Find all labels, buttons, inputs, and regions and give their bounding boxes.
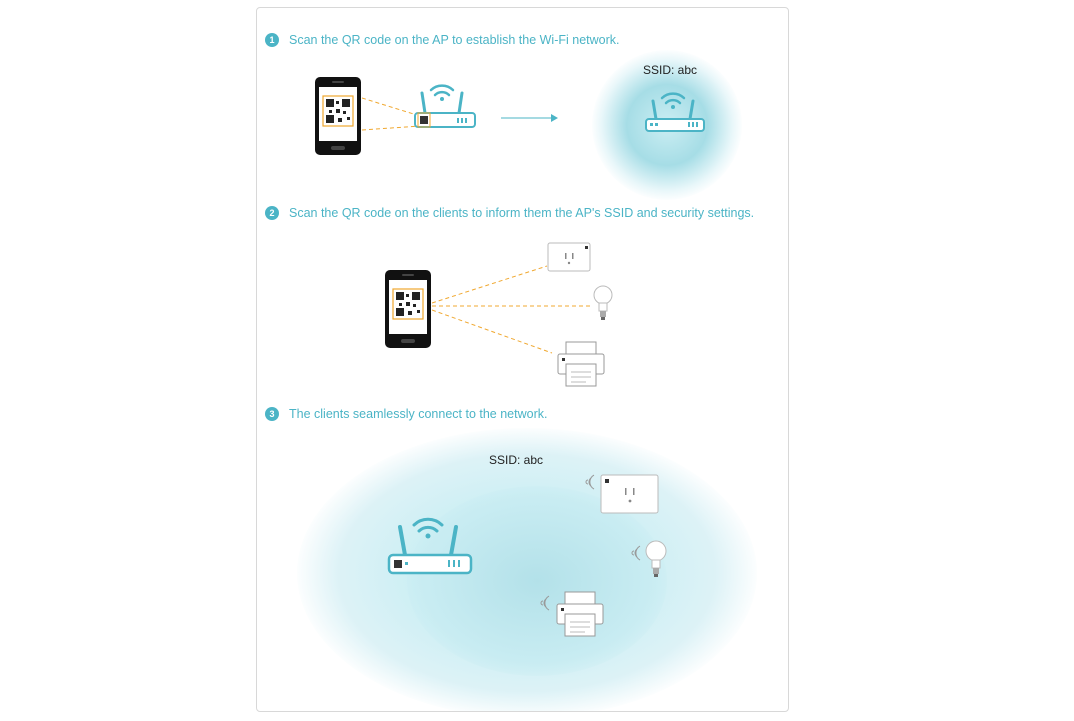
printer-icon — [556, 591, 604, 637]
smart-bulb-icon — [593, 285, 613, 320]
step-2-number: 2 — [265, 206, 279, 220]
router-icon — [387, 517, 473, 575]
scan-lines — [432, 265, 590, 354]
step-3-text: The clients seamlessly connect to the ne… — [289, 407, 548, 421]
wifi-coverage-inner — [407, 486, 667, 676]
scan-lines — [362, 97, 421, 131]
ssid-label: SSID: abc — [489, 453, 544, 467]
phone-icon — [315, 77, 361, 155]
step-1-number: 1 — [265, 33, 279, 47]
router-icon — [645, 92, 705, 132]
step-3: 3 The clients seamlessly connect to the … — [265, 407, 547, 421]
phone-icon — [385, 270, 431, 348]
step-2-text: Scan the QR code on the clients to infor… — [289, 206, 755, 220]
smart-bulb-icon — [645, 540, 667, 577]
wifi-signal-icon — [540, 595, 550, 611]
router-icon — [414, 84, 476, 128]
diagram-frame: 1 Scan the QR code on the AP to establis… — [256, 7, 789, 712]
wifi-signal-icon — [631, 545, 641, 561]
step-1-text: Scan the QR code on the AP to establish … — [289, 33, 620, 47]
arrow-right-icon — [501, 114, 558, 122]
ssid-label: SSID: abc — [643, 63, 698, 77]
smart-plug-icon — [600, 474, 659, 514]
step-3-number: 3 — [265, 407, 279, 421]
step-1: 1 Scan the QR code on the AP to establis… — [265, 33, 620, 47]
wifi-signal-icon — [585, 474, 595, 490]
step-2: 2 Scan the QR code on the clients to inf… — [265, 206, 754, 220]
smart-plug-icon — [547, 242, 591, 272]
printer-icon — [557, 341, 605, 387]
